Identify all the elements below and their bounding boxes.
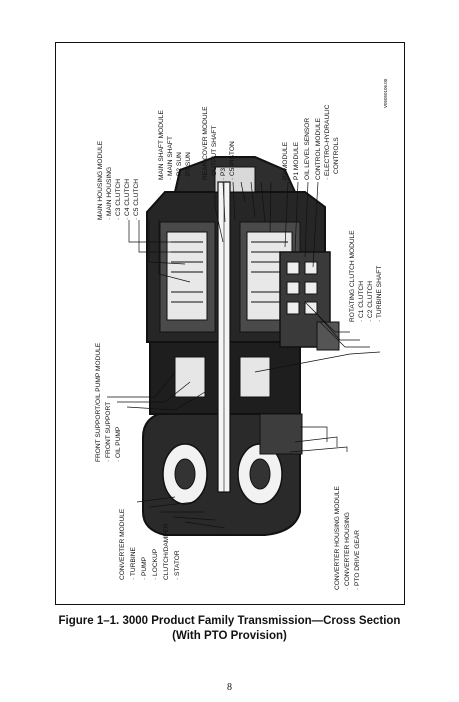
label-c5-clutch: · C5 CLUTCH [133,179,140,220]
label-main-housing-module: MAIN HOUSING MODULE [97,140,104,220]
label-p3: · P3 [220,168,227,180]
label-output-shaft: · OUTPUT SHAFT [211,126,218,180]
transmission-drawing [142,156,340,536]
label-electro-hydraulic: · ELECTRO-HYDRAULIC [324,104,331,180]
page-number: 8 [227,682,232,693]
label-oil-pump: · OIL PUMP [115,426,122,462]
label-converter-housing: · CONVERTER HOUSING [344,512,351,590]
figure-code: V05050106.00 [383,78,388,108]
label-p2-module: P2 MODULE [282,141,289,180]
label-rear-cover-module: REAR COVER MODULE [202,106,209,180]
label-pump: · PUMP [141,556,148,580]
label-turbine: · TURBINE [130,547,137,580]
label-c3-clutch: · C3 CLUTCH [115,179,122,220]
label-turbine-shaft: · TURBINE SHAFT [376,266,383,322]
label-rotating-clutch-module: ROTATING CLUTCH MODULE [349,230,356,322]
label-front-support: · FRONT SUPPORT [105,402,112,462]
label-c2-clutch: · C2 CLUTCH [367,281,374,322]
callout-labels: MAIN HOUSING MODULE · MAIN HOUSING · C3 … [95,78,388,590]
figure-frame [55,42,405,605]
label-clutch-damper: CLUTCH/DAMPER [163,523,170,580]
figure-caption-line-1: Figure 1–1. 3000 Product Family Transmis… [58,615,401,627]
label-converter-module: CONVERTER MODULE [119,508,126,580]
label-pto-drive-gear: · PTO DRIVE GEAR [354,530,361,590]
label-p1-module: P1 MODULE [293,141,300,180]
label-front-support-module: FRONT SUPPORT/OIL PUMP MODULE [95,342,102,462]
label-main-shaft-module: MAIN SHAFT MODULE [158,110,165,180]
label-control-module: CONTROL MODULE [315,117,322,180]
label-p2-sun: · P2 SUN [176,152,183,180]
leader-lines [107,181,381,529]
label-lockup: · LOCKUP [152,548,159,580]
label-oil-level-sensor: OIL LEVEL SENSOR [304,118,311,180]
label-main-housing: · MAIN HOUSING [106,167,113,220]
label-c4-clutch: · C4 CLUTCH [124,179,131,220]
label-converter-housing-module: CONVERTER HOUSING MODULE [334,485,341,590]
label-main-shaft: · MAIN SHAFT [167,136,174,180]
label-c5-piston: · C5 PISTON [229,141,236,180]
label-c1-clutch: · C1 CLUTCH [358,281,365,322]
label-stator: · STATOR [174,550,181,580]
transmission-cross-section-diagram: MAIN HOUSING MODULE · MAIN HOUSING · C3 … [95,78,388,590]
figure-caption-line-2: (With PTO Provision) [172,630,287,642]
label-controls: CONTROLS [333,137,340,174]
label-p3-sun: · P3 SUN [185,152,192,180]
